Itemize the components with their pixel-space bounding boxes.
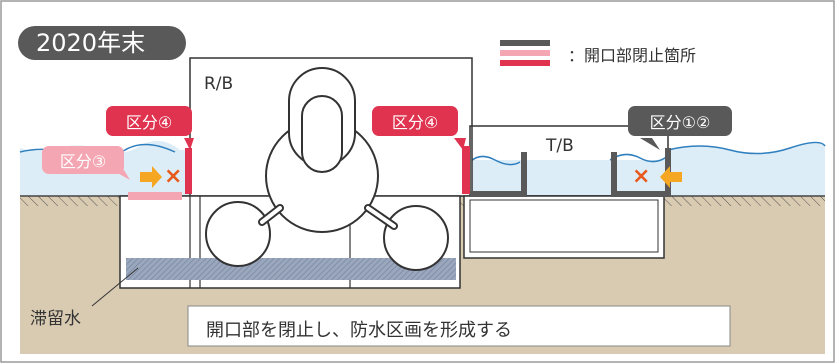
tag-section4-rb-right: 区分④ [372,106,458,136]
legend-swatch-red [500,60,550,66]
tag-pointer-rb-right [454,138,466,150]
caption-box [187,305,731,347]
water-surface-right [667,141,826,155]
blocked-cross-left: × [164,164,183,189]
tag-section3: 区分③ [42,146,124,174]
period-badge-bg [18,26,186,60]
tag-section12-tb: 区分①② [628,106,732,136]
closure-red-rb-right [462,146,470,194]
inflow-arrow-right [660,166,682,188]
turbine-building-basement [463,195,665,259]
blocked-cross-right: × [632,164,651,189]
tb-label: T/B [546,136,574,156]
stagnant-water-pointer [91,267,139,307]
rb-label: R/B [204,74,234,94]
suppression-chamber-right [383,205,449,271]
stagnant-water-label: 滞留水 [30,309,81,329]
legend-label: ：開口部閉止箇所 [568,46,697,65]
tag-pointer-rb-left [184,138,194,150]
tag-pointer-tb-right [640,138,660,150]
caption-text: 開口部を閉止し、防水区画を形成する [206,320,512,341]
legend-swatch-pink [500,50,550,56]
water-surface-tb-left [469,155,521,166]
closure-red-rb-left [185,148,192,194]
stagnant-water-rb [126,258,456,280]
legend-swatch-gray [500,40,550,46]
suppression-chamber-left [205,201,271,267]
closure-pink-section3 [128,192,182,200]
reactor-pressure-vessel [301,95,343,173]
water-area-right [668,142,825,196]
closure-gray-trench-left [470,152,527,197]
period-badge: 2020年末 [36,29,146,57]
water-area-tb [470,160,670,196]
tag-section4-rb-left: 区分④ [106,106,192,136]
water-surface-tb-right [609,153,669,163]
inflow-arrow-left [140,166,162,188]
